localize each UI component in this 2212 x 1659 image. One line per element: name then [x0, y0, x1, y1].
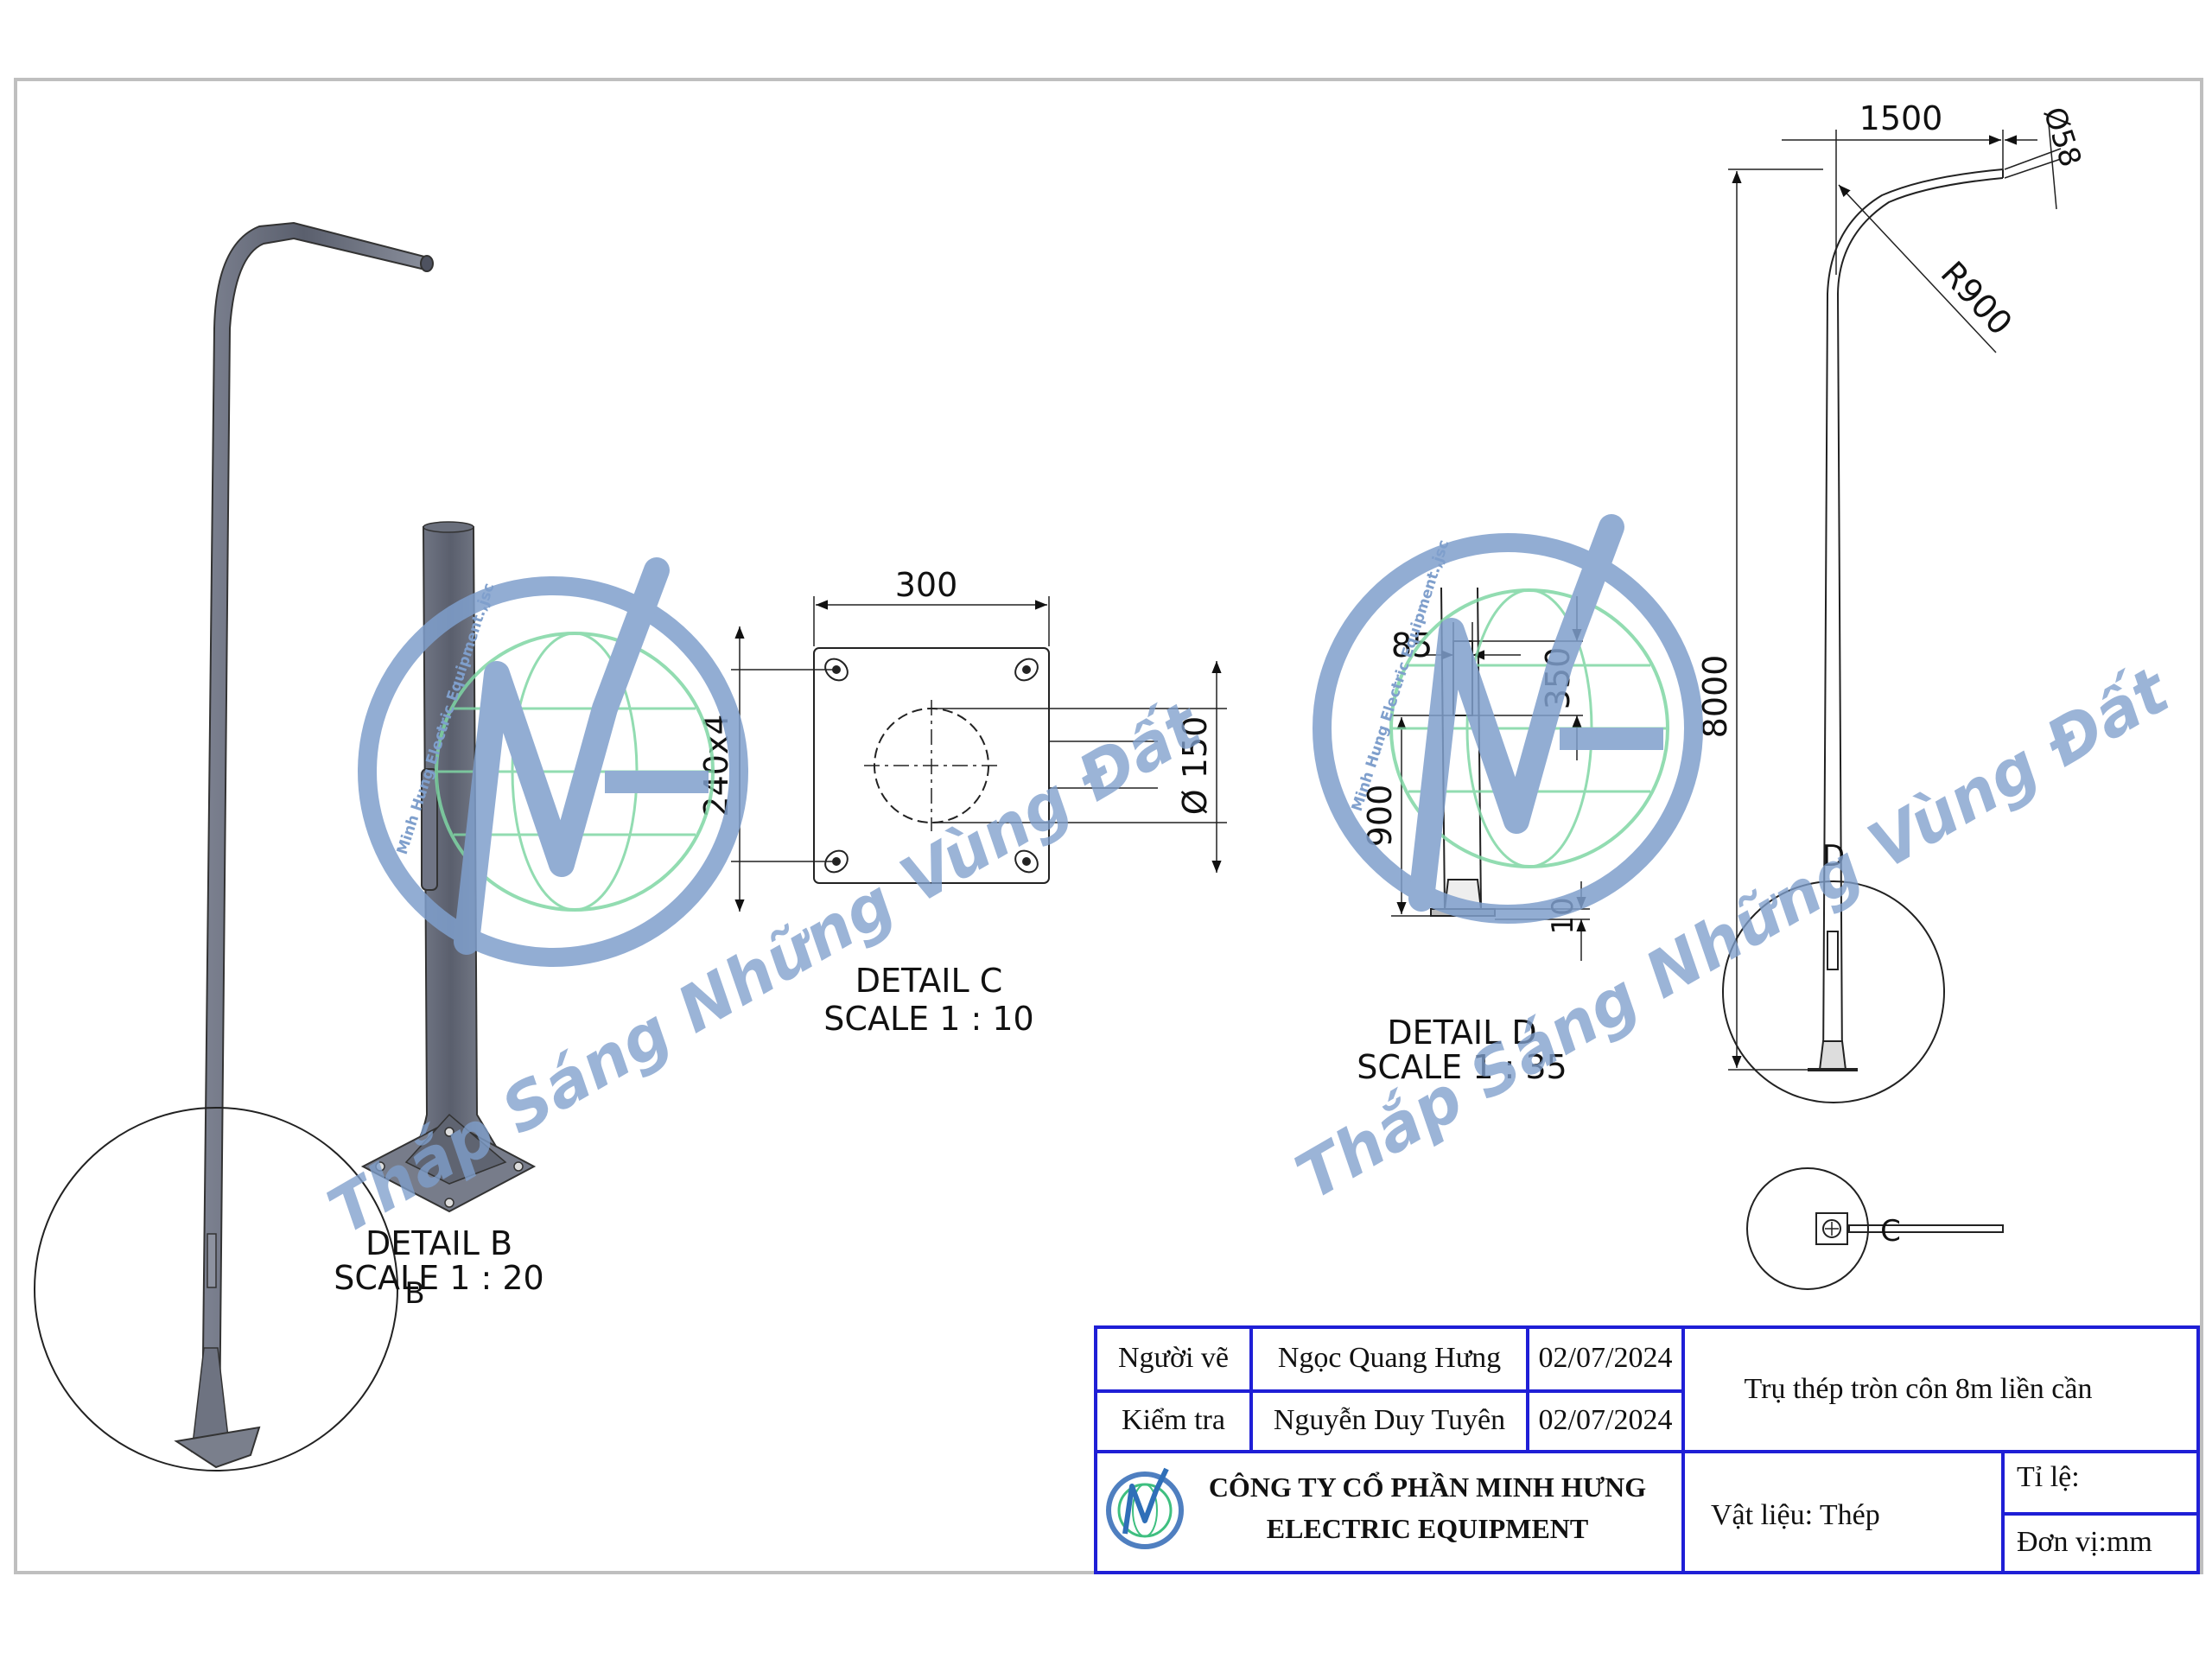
material-label: Vật liệu: Thép	[1711, 1499, 1880, 1531]
bolt-slot	[824, 849, 849, 874]
elevation-pole-right-edge	[1836, 177, 2004, 1071]
detail-d-circle	[1722, 880, 1945, 1103]
company-logo	[1106, 1467, 1184, 1549]
detail-b-gusset	[404, 1113, 507, 1185]
detail-b-bolt	[444, 1198, 454, 1208]
detail-b-scale: SCALE 1 : 20	[334, 1259, 543, 1297]
watermark-logo-left	[358, 557, 748, 967]
scale-label: Tỉ lệ:	[2017, 1461, 2080, 1493]
top-view-marker: C	[1880, 1214, 1901, 1249]
detail-b-marker: B	[404, 1276, 424, 1311]
isometric-pole-view	[174, 221, 434, 1469]
isometric-pole-base-plate	[174, 1426, 261, 1469]
detail-c-title: DETAIL C	[855, 962, 1003, 1000]
checked-by-label: Kiểm tra	[1122, 1404, 1225, 1436]
dim-arm-tip-diameter: Ø58	[2037, 103, 2088, 171]
top-view	[1746, 1167, 2004, 1290]
company-name-line1: CÔNG TY CỔ PHẦN MINH HƯNG	[1209, 1471, 1646, 1503]
dim-arm-radius-line	[1838, 184, 1997, 353]
bolt-slot	[824, 658, 849, 682]
base-plate-outline	[813, 647, 1050, 884]
elevation-pole-door	[1827, 931, 1839, 970]
dim-hole-diameter: Ø 150	[1176, 716, 1214, 816]
detail-c-scale: SCALE 1 : 10	[823, 1000, 1033, 1038]
detail-b-circle	[34, 1107, 398, 1471]
drawn-by-label: Người vẽ	[1118, 1342, 1229, 1374]
dim-plate-width: 300	[895, 566, 958, 604]
detail-b-bolt	[444, 1127, 454, 1137]
title-block	[1094, 1325, 2200, 1574]
detail-d-title: DETAIL D	[1387, 1014, 1536, 1052]
bolt-slot	[1014, 658, 1039, 682]
top-view-base-plate	[1815, 1212, 1848, 1245]
dim-arm-reach: 1500	[1859, 99, 1943, 137]
drawn-by-name: Ngọc Quang Hưng	[1278, 1342, 1501, 1374]
elevation-pole-base	[1818, 1040, 1847, 1071]
detail-b-bolt	[513, 1161, 524, 1172]
top-view-circle	[1746, 1167, 1869, 1290]
isometric-pole-arm-tip	[420, 255, 434, 272]
drawing-title: Trụ thép tròn côn 8m liền cần	[1745, 1373, 2093, 1405]
unit-label: Đơn vị:mm	[2017, 1526, 2152, 1558]
detail-d-scale: SCALE 1 : 35	[1357, 1048, 1567, 1086]
isometric-pole-door	[207, 1233, 217, 1288]
detail-b-bolt	[375, 1161, 385, 1172]
detail-d-marker: D	[1822, 839, 1845, 874]
detail-c-view	[731, 596, 1227, 912]
checked-date: 02/07/2024	[1539, 1404, 1673, 1436]
dim-arm-radius: R900	[1934, 254, 2020, 342]
detail-b-door	[421, 768, 438, 891]
side-elevation-view	[1728, 113, 2062, 1071]
bolt-slot	[1014, 849, 1039, 874]
detail-b-shaft-top	[423, 521, 474, 533]
checked-by-name: Nguyễn Duy Tuyên	[1274, 1404, 1505, 1436]
watermark-logo-right	[1313, 514, 1703, 924]
detail-b-title: DETAIL B	[365, 1224, 512, 1262]
drawn-date: 02/07/2024	[1539, 1342, 1673, 1374]
elevation-pole-left-edge	[1822, 168, 2004, 1071]
company-name-line2: ELECTRIC EQUIPMENT	[1267, 1513, 1589, 1544]
top-view-arm	[1848, 1224, 2004, 1233]
